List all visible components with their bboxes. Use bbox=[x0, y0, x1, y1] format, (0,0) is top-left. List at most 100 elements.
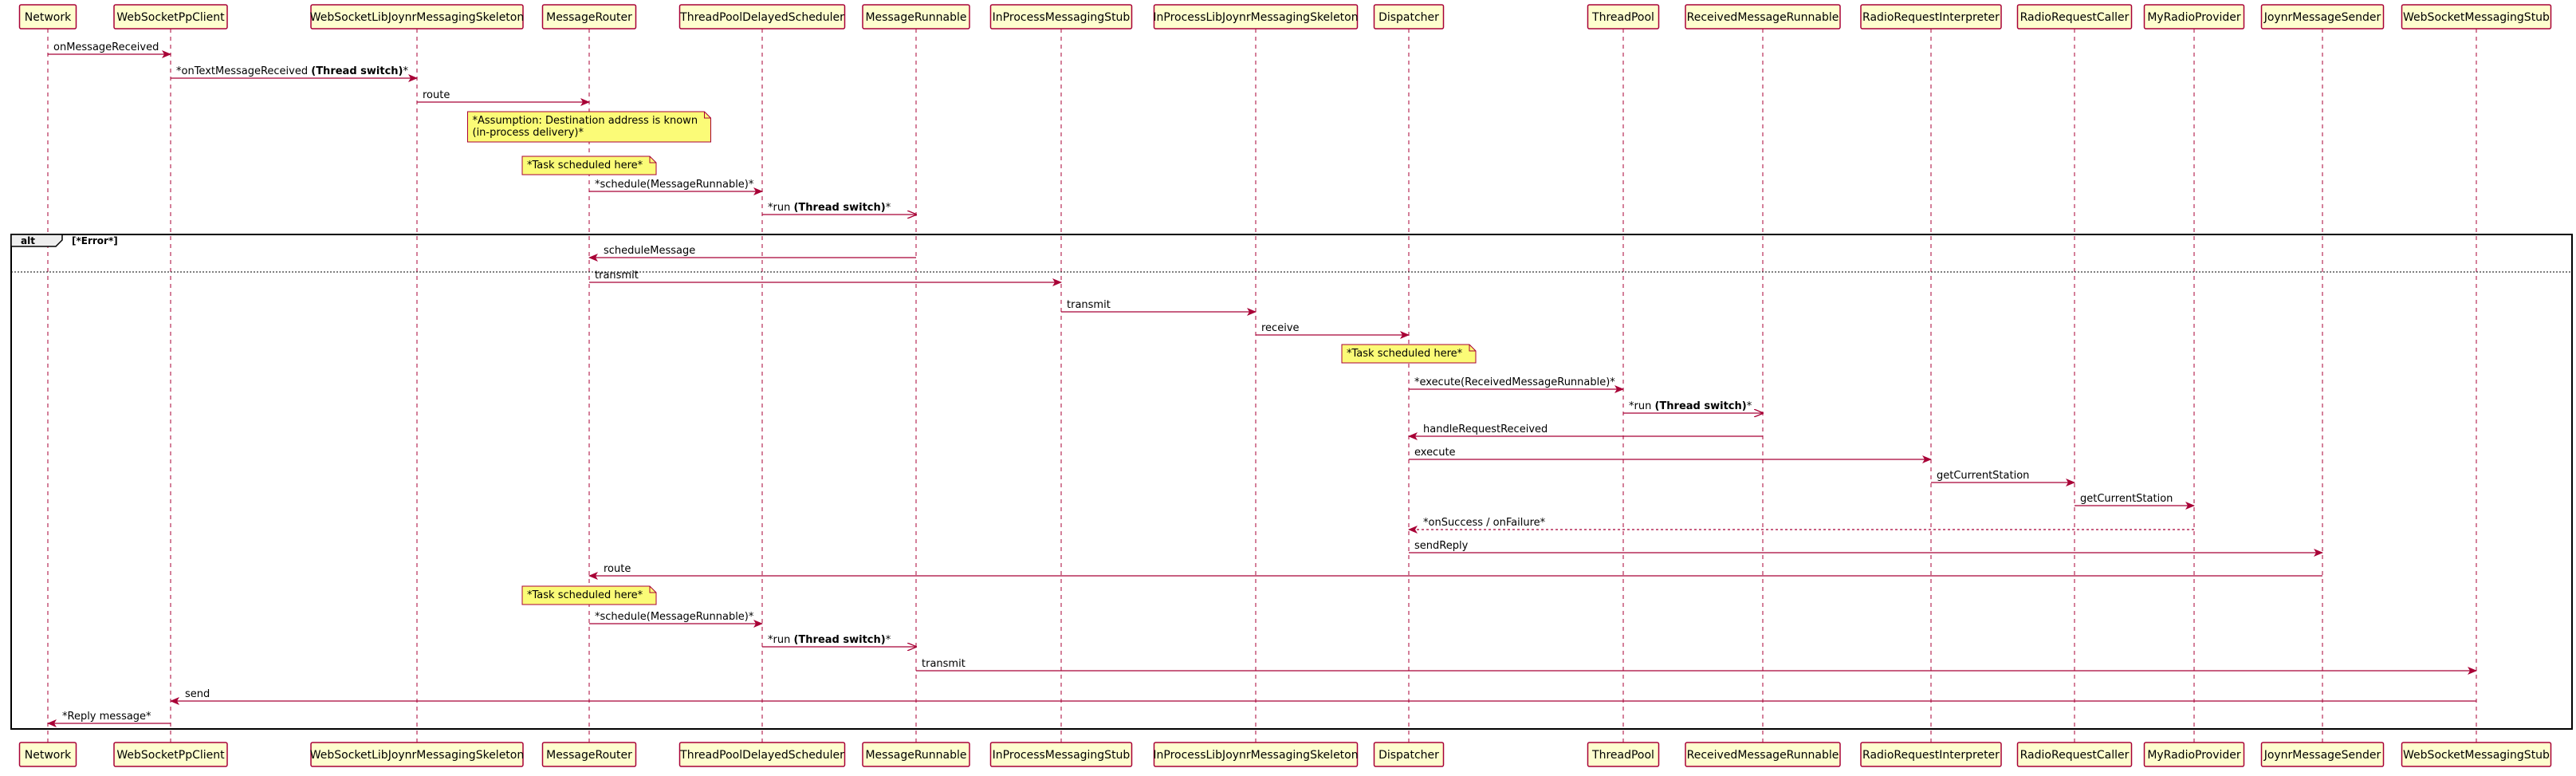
participant-top-ws_skel[interactable]: WebSocketLibJoynrMessagingSkeleton bbox=[310, 4, 525, 30]
participant-bottom-radio_provider[interactable]: MyRadioProvider bbox=[2143, 742, 2245, 767]
participant-top-radio_caller[interactable]: RadioRequestCaller bbox=[2016, 4, 2133, 30]
message-label: *onTextMessageReceived (Thread switch)* bbox=[176, 65, 408, 77]
participant-label: RadioRequestCaller bbox=[2020, 11, 2130, 24]
participant-bottom-network[interactable]: Network bbox=[18, 742, 77, 767]
participant-bottom-dispatcher[interactable]: Dispatcher bbox=[1373, 742, 1445, 767]
participant-bottom-ws_stub[interactable]: WebSocketMessagingStub bbox=[2401, 742, 2552, 767]
participant-top-thread_pool[interactable]: ThreadPool bbox=[1587, 4, 1660, 30]
participant-bottom-recv_runnable[interactable]: ReceivedMessageRunnable bbox=[1685, 742, 1841, 767]
participant-top-inproc_skel[interactable]: InProcessLibJoynrMessagingSkeleton bbox=[1153, 4, 1359, 30]
participant-label: ThreadPool bbox=[1591, 749, 1654, 762]
participant-label: ThreadPoolDelayedScheduler bbox=[679, 749, 844, 762]
message-label: transmit bbox=[595, 270, 639, 282]
message-dispatcher-to-joynr_sender: sendReply bbox=[1409, 540, 2323, 557]
participant-top-radio_interp[interactable]: RadioRequestInterpreter bbox=[1860, 4, 2002, 30]
participant-bottom-thread_pool[interactable]: ThreadPool bbox=[1587, 742, 1660, 767]
participant-top-recv_runnable[interactable]: ReceivedMessageRunnable bbox=[1685, 4, 1841, 30]
message-ws_stub-to-ws_pp_client: send bbox=[170, 688, 2476, 705]
participant-top-dispatcher[interactable]: Dispatcher bbox=[1373, 4, 1445, 30]
participant-label: JoynrMessageSender bbox=[2263, 11, 2381, 24]
message-label: *run (Thread switch)* bbox=[768, 202, 891, 214]
participant-bottom-radio_interp[interactable]: RadioRequestInterpreter bbox=[1860, 742, 2002, 767]
message-label: *execute(ReceivedMessageRunnable)* bbox=[1414, 376, 1615, 388]
participant-top-msg_runnable[interactable]: MessageRunnable bbox=[862, 4, 970, 30]
note: *Assumption: Destination address is know… bbox=[467, 111, 711, 143]
participant-label: InProcessLibJoynrMessagingSkeleton bbox=[1153, 749, 1358, 762]
participant-label: WebSocketMessagingStub bbox=[2403, 749, 2550, 762]
participant-top-ws_stub[interactable]: WebSocketMessagingStub bbox=[2401, 4, 2552, 30]
participant-bottom-msg_runnable[interactable]: MessageRunnable bbox=[862, 742, 970, 767]
message-joynr_sender-to-msg_router: route bbox=[588, 563, 2322, 580]
note: *Task scheduled here* bbox=[521, 585, 657, 605]
participant-label: ThreadPoolDelayedScheduler bbox=[679, 11, 844, 24]
note: *Task scheduled here* bbox=[1341, 344, 1477, 364]
message-dispatcher-to-radio_interp: execute bbox=[1409, 447, 1932, 463]
message-label: handleRequestReceived bbox=[1423, 423, 1548, 435]
message-label: receive bbox=[1261, 322, 1300, 334]
alt-label: alt bbox=[21, 235, 35, 246]
message-label: route bbox=[423, 89, 450, 101]
participant-top-joynr_sender[interactable]: JoynrMessageSender bbox=[2260, 4, 2385, 30]
participant-bottom-inproc_skel[interactable]: InProcessLibJoynrMessagingSkeleton bbox=[1153, 742, 1359, 767]
participant-label: WebSocketPpClient bbox=[116, 11, 225, 24]
note-text: *Task scheduled here* bbox=[1347, 348, 1463, 360]
participant-label: WebSocketLibJoynrMessagingSkeleton bbox=[310, 749, 525, 762]
participant-top-radio_provider[interactable]: MyRadioProvider bbox=[2143, 4, 2245, 30]
participant-bottom-radio_caller[interactable]: RadioRequestCaller bbox=[2016, 742, 2133, 767]
message-msg_router-to-tp_sched: *schedule(MessageRunnable)* bbox=[589, 179, 763, 195]
participant-bottom-inproc_stub[interactable]: InProcessMessagingStub bbox=[989, 742, 1133, 767]
participant-top-ws_pp_client[interactable]: WebSocketPpClient bbox=[113, 4, 228, 30]
participant-label: JoynrMessageSender bbox=[2263, 749, 2381, 762]
message-recv_runnable-to-dispatcher: handleRequestReceived bbox=[1408, 423, 1763, 440]
message-label: getCurrentStation bbox=[1937, 470, 2029, 482]
message-tp_sched-to-msg_runnable: *run (Thread switch)* bbox=[762, 202, 916, 215]
participant-label: Network bbox=[25, 11, 72, 24]
participant-label: WebSocketMessagingStub bbox=[2403, 11, 2550, 24]
participant-label: RadioRequestCaller bbox=[2020, 749, 2130, 762]
participant-label: MyRadioProvider bbox=[2147, 749, 2241, 762]
participant-label: InProcessMessagingStub bbox=[993, 749, 1131, 762]
participant-bottom-tp_sched[interactable]: ThreadPoolDelayedScheduler bbox=[678, 742, 846, 767]
note-text: (in-process delivery)* bbox=[473, 127, 584, 139]
participant-label: RadioRequestInterpreter bbox=[1862, 11, 2000, 24]
message-label: *schedule(MessageRunnable)* bbox=[595, 179, 754, 191]
message-label: *run (Thread switch)* bbox=[1629, 400, 1752, 412]
message-radio_interp-to-radio_caller: getCurrentStation bbox=[1931, 470, 2075, 486]
participant-top-msg_router[interactable]: MessageRouter bbox=[541, 4, 637, 30]
message-label: *Reply message* bbox=[62, 711, 151, 723]
participant-bottom-ws_pp_client[interactable]: WebSocketPpClient bbox=[113, 742, 228, 767]
message-label: scheduleMessage bbox=[604, 245, 695, 257]
participant-label: Dispatcher bbox=[1378, 11, 1439, 24]
participant-label: InProcessLibJoynrMessagingSkeleton bbox=[1153, 11, 1358, 24]
message-label: *schedule(MessageRunnable)* bbox=[595, 611, 754, 623]
message-radio_caller-to-radio_provider: getCurrentStation bbox=[2075, 493, 2195, 510]
participant-label: WebSocketPpClient bbox=[116, 749, 225, 762]
participant-top-network[interactable]: Network bbox=[18, 4, 77, 30]
participant-bottom-msg_router[interactable]: MessageRouter bbox=[541, 742, 637, 767]
note: *Task scheduled here* bbox=[521, 156, 657, 175]
message-thread_pool-to-recv_runnable: *run (Thread switch)* bbox=[1623, 400, 1763, 413]
message-ws_pp_client-to-network: *Reply message* bbox=[47, 711, 171, 727]
participant-top-tp_sched[interactable]: ThreadPoolDelayedScheduler bbox=[678, 4, 846, 30]
message-label: *run (Thread switch)* bbox=[768, 634, 891, 646]
participant-label: WebSocketLibJoynrMessagingSkeleton bbox=[310, 11, 525, 24]
participant-label: ThreadPool bbox=[1591, 11, 1654, 24]
message-label: onMessageReceived bbox=[53, 41, 159, 53]
participant-bottom-joynr_sender[interactable]: JoynrMessageSender bbox=[2260, 742, 2385, 767]
message-label: sendReply bbox=[1414, 540, 1469, 552]
participant-label: MyRadioProvider bbox=[2147, 11, 2241, 24]
message-radio_provider-to-dispatcher: *onSuccess / onFailure* bbox=[1408, 517, 2194, 534]
participant-top-inproc_stub[interactable]: InProcessMessagingStub bbox=[989, 4, 1133, 30]
message-label: execute bbox=[1414, 447, 1456, 459]
participant-label: ReceivedMessageRunnable bbox=[1687, 749, 1839, 762]
participant-label: Network bbox=[25, 749, 72, 762]
note-text: *Task scheduled here* bbox=[527, 589, 643, 601]
message-ws_skel-to-msg_router: route bbox=[417, 89, 590, 106]
participant-label: MessageRouter bbox=[546, 11, 632, 24]
message-tp_sched-to-msg_runnable: *run (Thread switch)* bbox=[762, 634, 916, 647]
message-inproc_skel-to-dispatcher: receive bbox=[1256, 322, 1410, 339]
message-network-to-ws_pp_client: onMessageReceived bbox=[48, 41, 171, 58]
message-inproc_stub-to-inproc_skel: transmit bbox=[1061, 299, 1257, 316]
participant-bottom-ws_skel[interactable]: WebSocketLibJoynrMessagingSkeleton bbox=[310, 742, 525, 767]
